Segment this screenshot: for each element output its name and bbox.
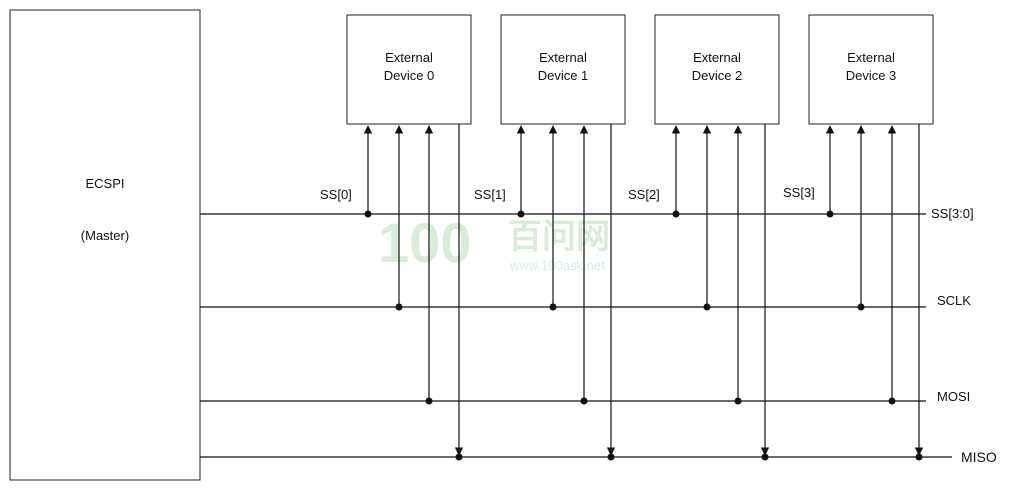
device-2-line1: External <box>693 50 741 65</box>
dev2-miso-junction <box>761 453 769 461</box>
master-title: ECSPI <box>85 176 124 191</box>
dev0-miso-junction <box>455 453 463 461</box>
device-3-line1: External <box>847 50 895 65</box>
dev2-mosi-junction <box>734 397 742 405</box>
device-1-line1: External <box>539 50 587 65</box>
dev0-sclk-junction <box>395 303 403 311</box>
watermark: 100 百问网 www.100ask.net <box>378 211 610 274</box>
device-2: External Device 2 <box>654 14 780 125</box>
dev0-mosi-junction <box>425 397 433 405</box>
dev2-sclk-junction <box>703 303 711 311</box>
ss2-label: SS[2] <box>628 187 660 202</box>
master-subtitle: (Master) <box>81 228 129 243</box>
device-2-line2: Device 2 <box>692 68 743 83</box>
dev1-miso-junction <box>607 453 615 461</box>
dev1-sclk-junction <box>549 303 557 311</box>
device-0-box <box>346 14 472 125</box>
dev1-ss-junction <box>517 210 525 218</box>
ss0-label: SS[0] <box>320 187 352 202</box>
dev1-mosi-junction <box>580 397 588 405</box>
dev0-ss-junction <box>364 210 372 218</box>
device-2-box <box>654 14 780 125</box>
watermark-cn: 百问网 <box>508 218 610 256</box>
dev3-ss-junction <box>826 210 834 218</box>
device-1: External Device 1 <box>500 14 626 125</box>
dev2-ss-junction <box>672 210 680 218</box>
dev3-mosi-junction <box>888 397 896 405</box>
dev3-miso-junction <box>915 453 923 461</box>
dev3-sclk-junction <box>857 303 865 311</box>
sclk-bus-label: SCLK <box>937 293 971 308</box>
device-1-line2: Device 1 <box>538 68 589 83</box>
device-0-line1: External <box>385 50 433 65</box>
watermark-url: www.100ask.net <box>509 258 605 273</box>
device-3-line2: Device 3 <box>846 68 897 83</box>
device-3: External Device 3 <box>808 14 934 125</box>
ss3-label: SS[3] <box>783 185 815 200</box>
watermark-logo: 100 <box>378 211 471 274</box>
ss1-label: SS[1] <box>474 187 506 202</box>
device-3-box <box>808 14 934 125</box>
master-block <box>9 9 201 481</box>
device-0: External Device 0 <box>346 14 472 125</box>
device-0-line2: Device 0 <box>384 68 435 83</box>
device-1-box <box>500 14 626 125</box>
miso-bus-label: MISO <box>961 449 997 465</box>
mosi-bus-label: MOSI <box>937 389 970 404</box>
ss-bus-label: SS[3:0] <box>931 206 974 221</box>
